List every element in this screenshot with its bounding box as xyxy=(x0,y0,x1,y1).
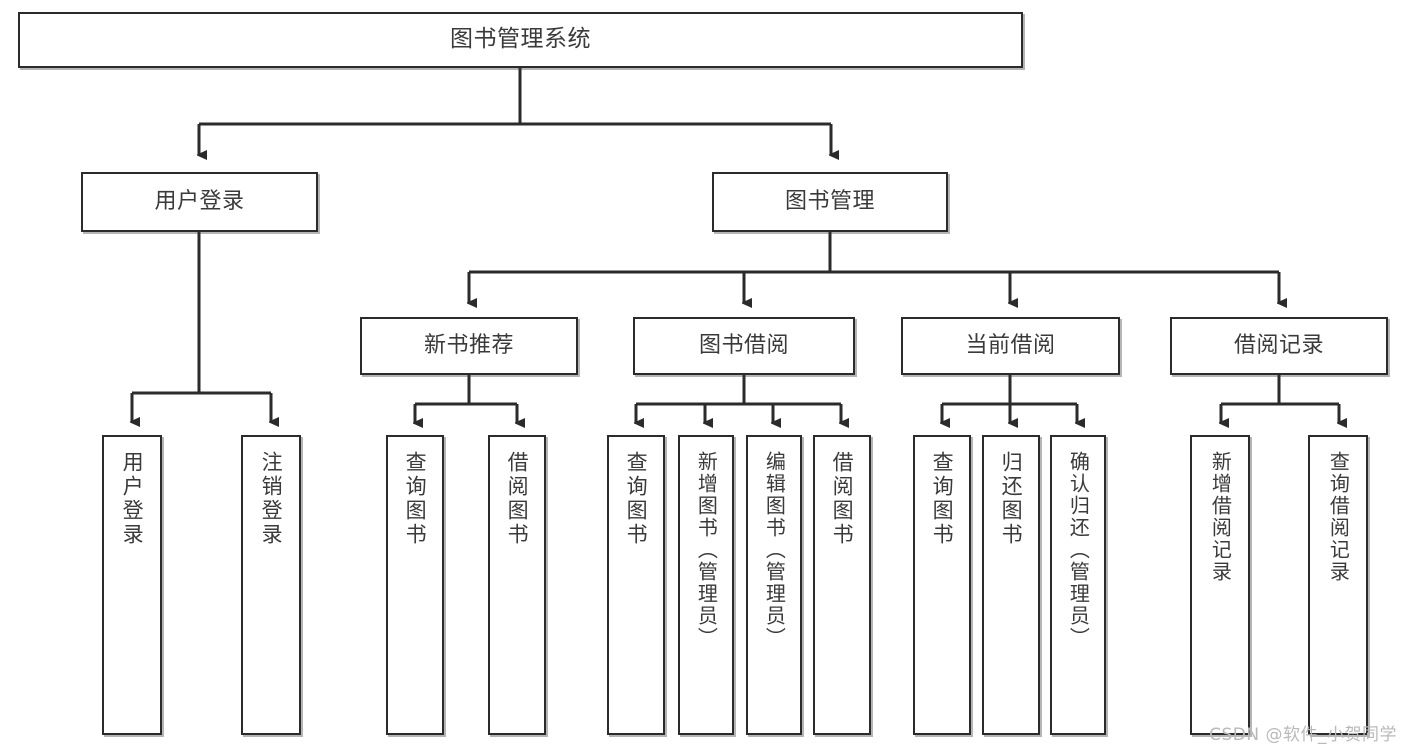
node-label: 借阅记录 xyxy=(1233,332,1324,358)
leaf-confirm-return-admin[interactable]: 确认归还（管理员） xyxy=(1050,435,1106,735)
node-label: 查询借阅记录 xyxy=(1326,451,1351,583)
node-label: 用户登录 xyxy=(120,451,145,547)
watermark-text: CSDN @软件_小贺同学 xyxy=(1209,725,1397,745)
node-label: 图书管理系统 xyxy=(450,26,591,53)
node-label: 用户登录 xyxy=(154,188,245,214)
node-root-system[interactable]: 图书管理系统 xyxy=(18,12,1023,68)
node-current-borrow[interactable]: 当前借阅 xyxy=(901,317,1120,375)
leaf-query-book-borrow[interactable]: 查询图书 xyxy=(607,435,665,735)
node-book-management[interactable]: 图书管理 xyxy=(712,172,948,232)
node-new-book-recommend[interactable]: 新书推荐 xyxy=(360,317,578,375)
node-borrow-record[interactable]: 借阅记录 xyxy=(1170,317,1388,375)
node-user-login[interactable]: 用户登录 xyxy=(81,172,318,232)
node-label: 查询图书 xyxy=(624,451,649,547)
leaf-add-book-admin[interactable]: 新增图书（管理员） xyxy=(678,435,734,735)
node-label: 新增借阅记录 xyxy=(1208,451,1233,583)
leaf-query-book-recommend[interactable]: 查询图书 xyxy=(386,435,444,735)
node-label: 查询图书 xyxy=(403,451,428,547)
leaf-return-book[interactable]: 归还图书 xyxy=(982,435,1040,735)
leaf-query-book-current[interactable]: 查询图书 xyxy=(913,435,971,735)
node-label: 新增图书（管理员） xyxy=(694,451,719,649)
leaf-logout-login[interactable]: 注销登录 xyxy=(241,435,301,735)
leaf-borrow-book[interactable]: 借阅图书 xyxy=(813,435,871,735)
node-label: 图书管理 xyxy=(784,188,875,214)
node-label: 借阅图书 xyxy=(830,451,855,547)
node-label: 当前借阅 xyxy=(965,332,1056,358)
node-label: 新书推荐 xyxy=(423,332,514,358)
node-label: 归还图书 xyxy=(999,451,1024,547)
node-label: 编辑图书（管理员） xyxy=(762,451,787,649)
node-label: 注销登录 xyxy=(259,451,284,547)
node-label: 确认归还（管理员） xyxy=(1066,451,1091,649)
leaf-borrow-book-recommend[interactable]: 借阅图书 xyxy=(488,435,546,735)
leaf-edit-book-admin[interactable]: 编辑图书（管理员） xyxy=(746,435,802,735)
leaf-user-login[interactable]: 用户登录 xyxy=(102,435,162,735)
leaf-add-borrow-record[interactable]: 新增借阅记录 xyxy=(1190,435,1250,735)
leaf-query-borrow-record[interactable]: 查询借阅记录 xyxy=(1308,435,1368,735)
node-label: 查询图书 xyxy=(930,451,955,547)
node-book-borrow[interactable]: 图书借阅 xyxy=(633,317,855,375)
node-label: 图书借阅 xyxy=(698,332,789,358)
node-label: 借阅图书 xyxy=(505,451,530,547)
